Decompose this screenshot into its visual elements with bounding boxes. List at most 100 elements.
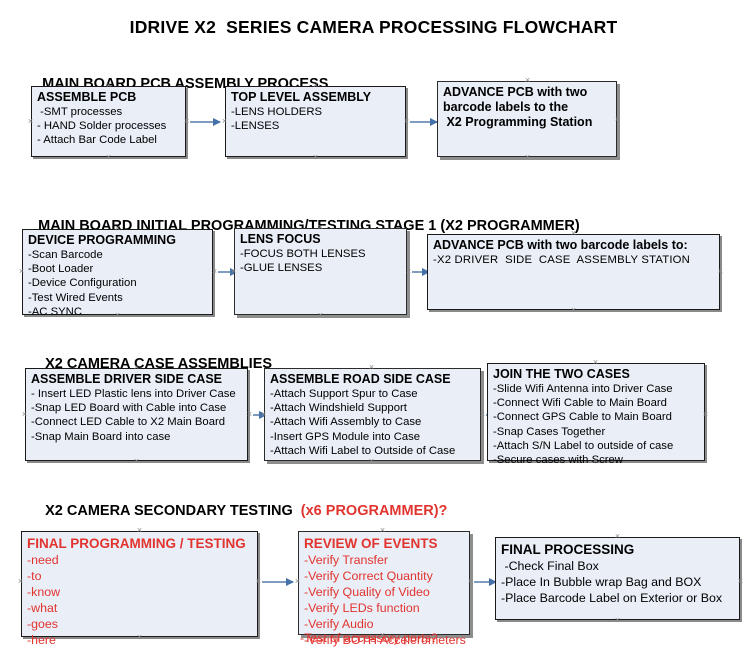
connection-handle-left[interactable]: [21, 411, 28, 418]
box-line: - Insert LED Plastic lens into Driver Ca…: [31, 388, 236, 400]
connection-handle-bottom[interactable]: [317, 312, 324, 319]
box-title: LENS FOCUS: [240, 232, 321, 246]
box-line: -need: [27, 553, 59, 567]
box-line: -Place Barcode Label on Exterior or Box: [501, 591, 723, 605]
box-device-programming[interactable]: DEVICE PROGRAMMING -Scan Barcode -Boot L…: [22, 229, 213, 318]
box-line: -Boot Loader: [28, 263, 94, 276]
connection-handle-top[interactable]: [368, 364, 375, 371]
box-title-line2: barcode labels to the: [443, 100, 569, 114]
connection-handle-bottom[interactable]: [570, 307, 577, 314]
box-line: -Scan Barcode: [28, 249, 103, 261]
box-line: -Place In Bubble wrap Bag and BOX: [501, 575, 702, 589]
connection-handle-left[interactable]: [294, 578, 301, 585]
connection-handle-top[interactable]: [524, 77, 531, 84]
box-advance-pcb-to-x2-programming-station[interactable]: ADVANCE PCB with two barcode labels to t…: [437, 81, 617, 157]
connection-handle-bottom[interactable]: [133, 458, 140, 465]
connection-handle-right[interactable]: [246, 411, 253, 418]
connection-handle-right[interactable]: [403, 118, 410, 125]
box-final-programming-testing[interactable]: FINAL PROGRAMMING / TESTING -need -to -k…: [21, 531, 258, 647]
box-title: REVIEW OF EVENTS: [304, 536, 438, 551]
box-lens-focus[interactable]: LENS FOCUS -FOCUS BOTH LENSES -GLUE LENS…: [234, 228, 407, 315]
arrow-top-level-to-advance-pcb: [410, 118, 438, 126]
box-line: -Verify LEDs function: [304, 601, 420, 615]
box-line: -Snap Main Board into case: [31, 430, 171, 443]
connection-handle-top[interactable]: [133, 364, 140, 371]
box-line: -Insert GPS Module into Case: [270, 430, 421, 443]
box-line: -FOCUS BOTH LENSES: [240, 248, 366, 260]
box-title: ASSEMBLE PCB: [37, 90, 137, 104]
box-line: -Attach Wifi Assembly to Case: [270, 416, 422, 429]
connection-handle-left[interactable]: [18, 268, 25, 275]
connection-handle-bottom[interactable]: [614, 617, 621, 624]
box-line: -here: [27, 633, 56, 647]
connection-handle-bottom[interactable]: [368, 458, 375, 465]
connection-handle-top[interactable]: [114, 225, 121, 232]
box-title: ADVANCE PCB with two: [443, 85, 588, 99]
connection-handle-right[interactable]: [255, 578, 262, 585]
connection-handle-right[interactable]: [614, 116, 621, 123]
box-line: -SMT processes: [37, 106, 123, 118]
box-final-processing[interactable]: FINAL PROCESSING -Check Final Box -Place…: [495, 537, 740, 620]
box-line: -LENS HOLDERS: [231, 106, 323, 118]
connection-handle-top[interactable]: [614, 533, 621, 540]
connection-handle-right[interactable]: [183, 118, 190, 125]
box-title: ADVANCE PCB with two barcode labels to:: [433, 238, 688, 252]
box-title: FINAL PROCESSING: [501, 542, 635, 557]
box-assemble-pcb[interactable]: ASSEMBLE PCB -SMT processes - HAND Solde…: [31, 86, 186, 157]
box-line: -Verify Correct Quantity: [304, 569, 433, 583]
box-assemble-driver-side-case[interactable]: ASSEMBLE DRIVER SIDE CASE - Insert LED P…: [25, 368, 248, 461]
box-assemble-road-side-case[interactable]: ASSEMBLE ROAD SIDE CASE -Attach Support …: [264, 368, 481, 461]
box-join-the-two-cases[interactable]: JOIN THE TWO CASES -Slide Wifi Antenna i…: [487, 363, 705, 466]
connection-handle-right[interactable]: [405, 268, 412, 275]
section-header-x2-camera-secondary-testing: X2 CAMERA SECONDARY TESTING (x6 PROGRAMM…: [29, 487, 447, 535]
connection-handle-right[interactable]: [717, 268, 724, 275]
box-title: FINAL PROGRAMMING / TESTING: [27, 536, 246, 551]
box-top-level-assembly[interactable]: TOP LEVEL ASSEMBLY -LENS HOLDERS -LENSES: [225, 86, 406, 157]
page-title: IDRIVE X2 SERIES CAMERA PROCESSING FLOWC…: [129, 17, 618, 37]
connection-handle-top[interactable]: [379, 527, 386, 534]
connection-handle-bottom[interactable]: [524, 154, 531, 161]
connection-handle-top[interactable]: [136, 527, 143, 534]
box-line: -know: [27, 585, 61, 599]
connection-handle-bottom[interactable]: [379, 632, 386, 639]
section-header-accent-text: (x6 PROGRAMMER)?: [296, 503, 448, 519]
connection-handle-left[interactable]: [260, 411, 267, 418]
connection-handle-bottom[interactable]: [592, 458, 599, 465]
connection-handle-top[interactable]: [592, 359, 599, 366]
connection-handle-bottom[interactable]: [136, 634, 143, 641]
connection-handle-left[interactable]: [230, 268, 237, 275]
connection-handle-left[interactable]: [221, 118, 228, 125]
box-line: -Attach Windshield Support: [270, 402, 407, 415]
connection-handle-right[interactable]: [737, 578, 744, 585]
connection-handle-bottom[interactable]: [312, 154, 319, 161]
box-title-line3: X2 Programming Station: [443, 115, 593, 129]
connection-handle-right[interactable]: [702, 411, 709, 418]
box-advance-pcb-to-driver-side-case-station[interactable]: ADVANCE PCB with two barcode labels to: …: [427, 234, 720, 310]
box-review-of-events[interactable]: REVIEW OF EVENTS -Verify Transfer -Verif…: [298, 531, 470, 647]
box-line: -Test Wired Events: [28, 291, 123, 304]
box-line: -LENSES: [231, 120, 280, 133]
box-line: -Attach Support Spur to Case: [270, 388, 418, 400]
connection-handle-right[interactable]: [211, 268, 218, 275]
box-line: -Snap Cases Together: [493, 425, 606, 438]
connection-handle-right[interactable]: [467, 578, 474, 585]
connection-handle-bottom[interactable]: [114, 312, 121, 319]
box-line: -Attach S/N Label to outside of case: [493, 439, 674, 452]
box-overflow-line: -Test of accessory ports?: [300, 631, 438, 645]
arrow-final-programming-to-review-of-events: [262, 578, 294, 586]
connection-handle-top[interactable]: [570, 230, 577, 237]
connection-handle-left[interactable]: [27, 118, 34, 125]
box-line: -goes: [27, 617, 58, 631]
arrow-lens-focus-to-advance-pcb: [412, 268, 430, 276]
connection-handle-top[interactable]: [312, 82, 319, 89]
box-line: -what: [27, 601, 58, 615]
connection-handle-right[interactable]: [479, 411, 486, 418]
connection-handle-left[interactable]: [17, 578, 24, 585]
connection-handle-top[interactable]: [317, 224, 324, 231]
box-title: TOP LEVEL ASSEMBLY: [231, 90, 372, 104]
box-line: -Slide Wifi Antenna into Driver Case: [493, 383, 673, 395]
connection-handle-top[interactable]: [105, 82, 112, 89]
box-line: - Attach Bar Code Label: [37, 134, 157, 147]
connection-handle-bottom[interactable]: [105, 154, 112, 161]
